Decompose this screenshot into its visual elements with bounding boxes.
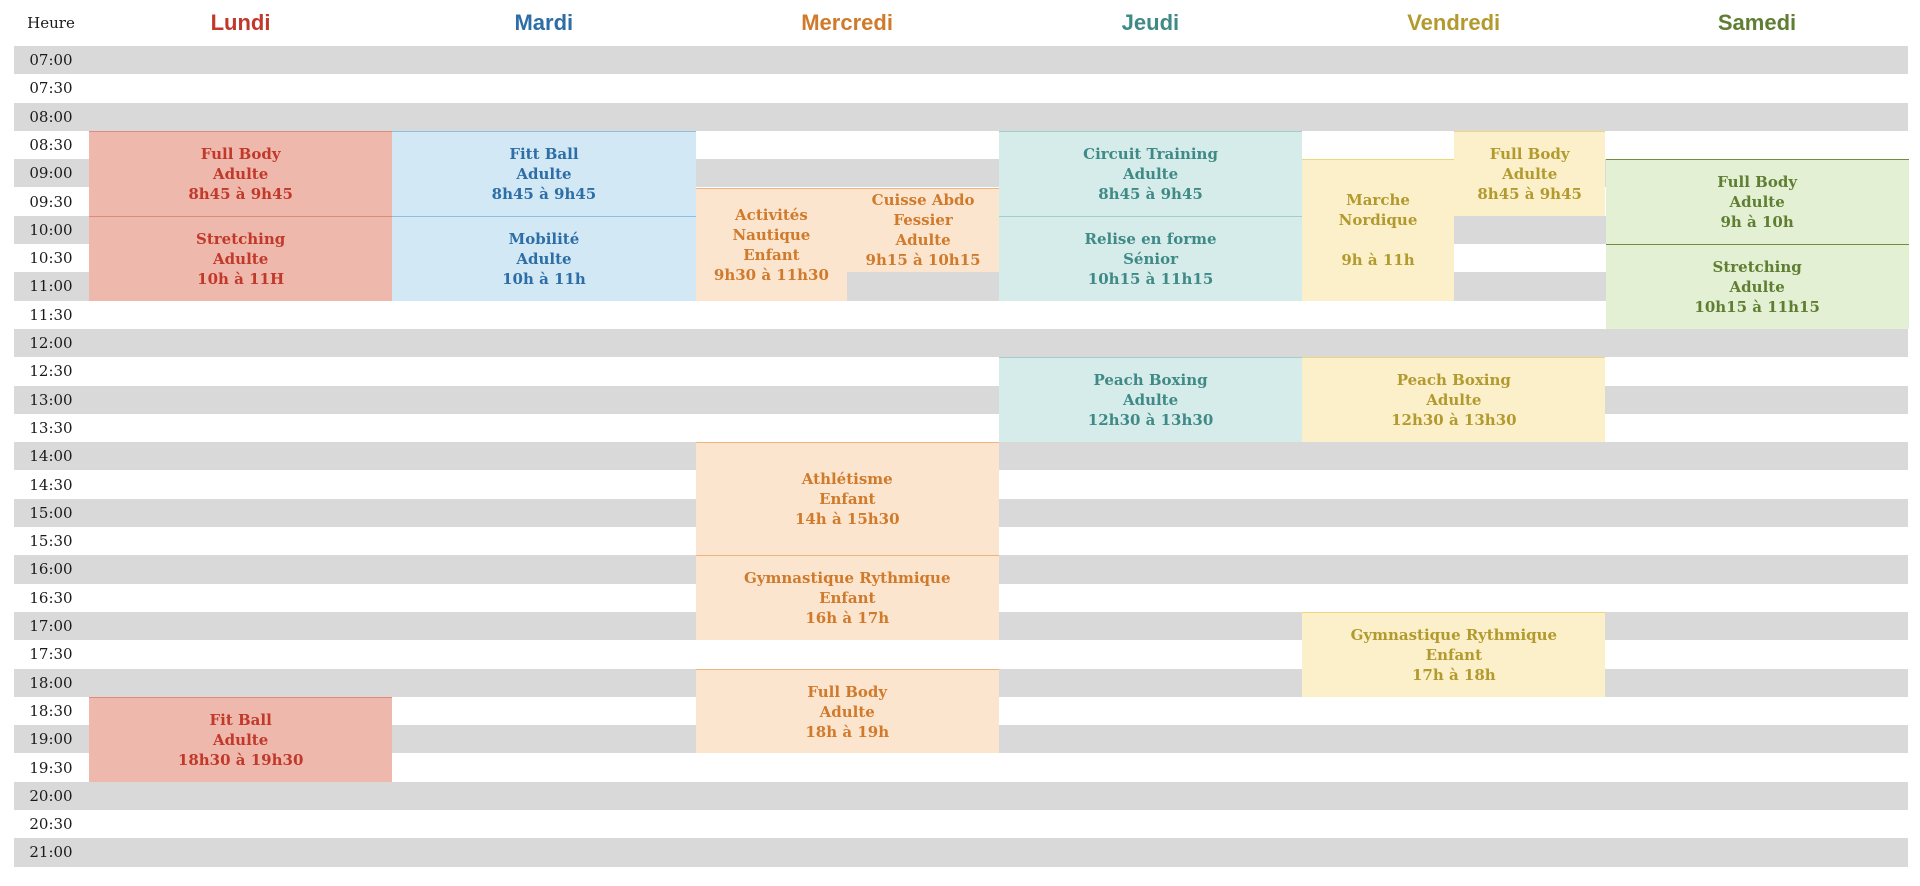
time-label: 09:30 (29, 192, 73, 211)
class-event-label: Full Body Adulte 18h à 19h (805, 682, 890, 741)
time-label: 13:00 (29, 390, 73, 409)
time-label: 21:00 (29, 843, 73, 862)
time-label: 09:00 (29, 164, 73, 183)
time-label: 20:00 (29, 786, 73, 805)
class-event-label: Circuit Training Adulte 8h45 à 9h45 (1083, 144, 1218, 203)
class-event[interactable]: Athlétisme Enfant 14h à 15h30 (695, 442, 999, 556)
time-label: 11:30 (29, 305, 73, 324)
class-event[interactable]: Mobilité Adulte 10h à 11h (392, 215, 696, 301)
class-event[interactable]: Full Body Adulte 8h45 à 9h45 (89, 130, 393, 216)
class-event[interactable]: Stretching Adulte 10h15 à 11h15 (1605, 244, 1909, 329)
class-event-label: Fitt Ball Adulte 8h45 à 9h45 (491, 144, 597, 203)
day-header-mercredi: Mercredi (801, 10, 893, 35)
class-event-label: Full Body Adulte 8h45 à 9h45 (1477, 144, 1582, 203)
class-event[interactable]: Full Body Adulte 18h à 19h (695, 668, 999, 754)
time-row-band (14, 414, 1908, 442)
class-event[interactable]: Gymnastique Rythmique Enfant 17h à 18h (1302, 612, 1606, 697)
time-row-band (14, 838, 1908, 867)
time-label: 17:30 (29, 645, 73, 664)
time-row-band (14, 329, 1908, 358)
time-label: 20:30 (29, 815, 73, 834)
class-event[interactable]: Full Body Adulte 9h à 10h (1605, 159, 1909, 245)
time-label: 19:00 (29, 730, 73, 749)
time-row-band (14, 357, 1908, 385)
class-event[interactable]: Peach Boxing Adulte 12h30 à 13h30 (1302, 357, 1606, 443)
time-row-band (14, 385, 1908, 414)
class-event-label: Activités Nautique Enfant 9h30 à 11h30 (713, 205, 829, 284)
time-label: 16:00 (29, 560, 73, 579)
time-label: 13:30 (29, 418, 73, 437)
day-header-samedi: Samedi (1717, 10, 1797, 35)
day-header-lundi: Lundi (210, 10, 271, 35)
time-label: 07:00 (29, 51, 73, 69)
class-event[interactable]: Gymnastique Rythmique Enfant 16h à 17h (695, 555, 999, 641)
time-row-band (14, 640, 1908, 668)
time-label: 18:30 (29, 701, 73, 720)
class-event[interactable]: Peach Boxing Adulte 12h30 à 13h30 (998, 357, 1303, 443)
time-label: 08:00 (29, 107, 73, 126)
class-event[interactable]: Activités Nautique Enfant 9h30 à 11h30 (695, 187, 848, 301)
class-event[interactable]: Fitt Ball Adulte 8h45 à 9h45 (392, 130, 696, 216)
class-event[interactable]: Stretching Adulte 10h à 11H (89, 215, 393, 301)
class-event[interactable]: Circuit Training Adulte 8h45 à 9h45 (998, 130, 1303, 216)
class-event[interactable]: Fit Ball Adulte 18h30 à 19h30 (89, 696, 393, 782)
time-label: 14:00 (29, 447, 73, 466)
time-label: 11:00 (29, 277, 73, 296)
class-event-label: Mobilité Adulte 10h à 11h (502, 229, 586, 288)
time-label: 17:00 (29, 617, 73, 635)
time-label: 10:30 (29, 249, 73, 268)
day-header-mardi: Mardi (514, 10, 574, 35)
class-event-label: Peach Boxing Adulte 12h30 à 13h30 (1391, 371, 1517, 430)
class-event-label: Athlétisme Enfant 14h à 15h30 (794, 470, 900, 529)
day-header-vendredi: Vendredi (1407, 10, 1501, 35)
class-event[interactable]: Full Body Adulte 8h45 à 9h45 (1453, 130, 1606, 216)
time-row-band (14, 102, 1908, 131)
time-label: 08:30 (29, 135, 73, 154)
class-event-label: Stretching Adulte 10h à 11H (196, 229, 286, 288)
class-event[interactable]: Marche Nordique 9h à 11h (1302, 159, 1454, 301)
class-event-label: Gymnastique Rythmique Enfant 17h à 18h (1350, 625, 1558, 684)
time-label: 15:30 (29, 532, 73, 551)
class-event[interactable]: Relise en forme Sénior 10h15 à 11h15 (998, 215, 1303, 301)
time-label: 10:00 (29, 220, 73, 239)
time-row-band (14, 781, 1908, 811)
time-row-band (14, 46, 1908, 75)
class-event-label: Fit Ball Adulte 18h30 à 19h30 (177, 710, 304, 769)
time-label: 14:30 (29, 475, 73, 494)
time-row-band (14, 810, 1908, 838)
hour-column-header: Heure (27, 14, 75, 32)
class-event-label: Stretching Adulte 10h15 à 11h15 (1694, 258, 1820, 317)
time-row-band (14, 74, 1908, 102)
class-event-label: Peach Boxing Adulte 12h30 à 13h30 (1087, 371, 1214, 430)
time-label: 19:30 (29, 758, 73, 777)
time-label: 12:30 (29, 362, 73, 381)
class-event-label: Full Body Adulte 9h à 10h (1717, 173, 1798, 232)
class-event-label: Gymnastique Rythmique Enfant 16h à 17h (743, 569, 951, 628)
time-label: 18:00 (29, 673, 73, 692)
class-event-label: Cuisse Abdo Fessier Adulte 9h15 à 10h15 (865, 191, 981, 270)
day-header-jeudi: Jeudi (1121, 10, 1180, 35)
time-label: 16:30 (29, 588, 73, 607)
class-event-label: Relise en forme Sénior 10h15 à 11h15 (1084, 229, 1217, 288)
time-label: 12:00 (29, 334, 73, 352)
class-event[interactable]: Cuisse Abdo Fessier Adulte 9h15 à 10h15 (847, 187, 999, 273)
class-event-label: Full Body Adulte 8h45 à 9h45 (188, 144, 293, 203)
time-label: 07:30 (29, 79, 73, 98)
time-label: 15:00 (29, 503, 73, 522)
class-event-label: Marche Nordique 9h à 11h (1338, 191, 1418, 270)
